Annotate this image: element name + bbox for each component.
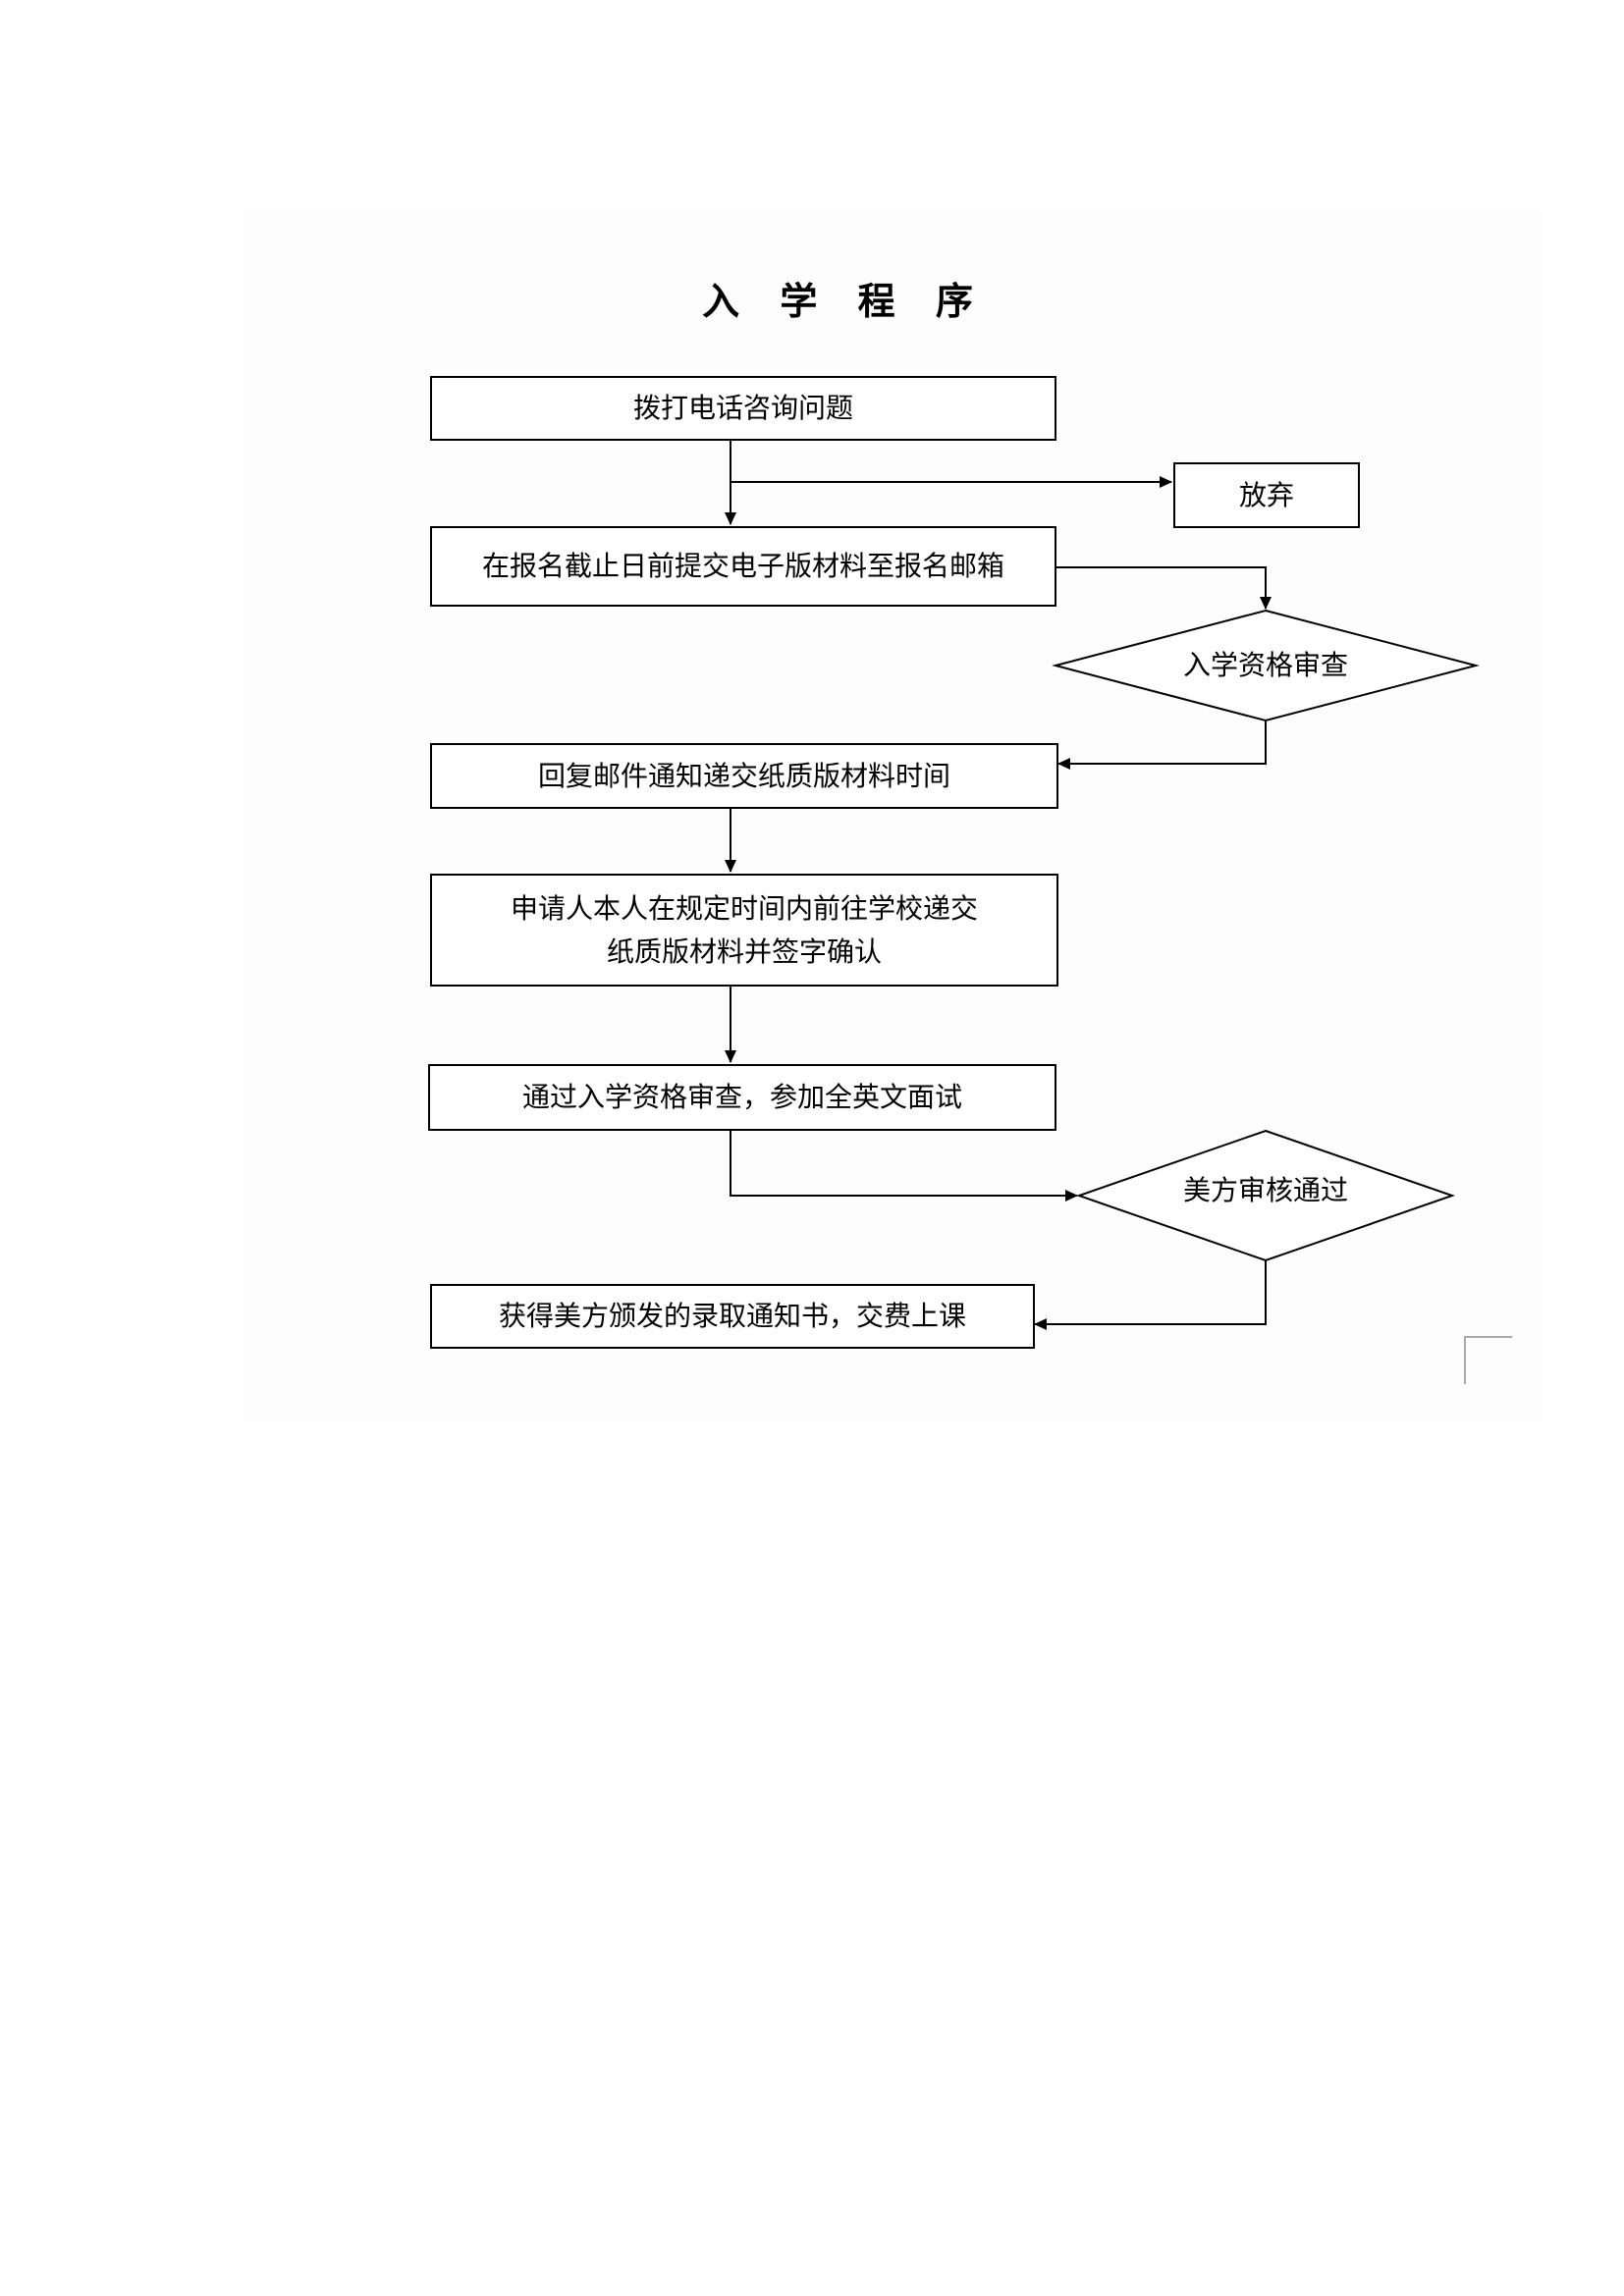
step-review-label: 入学资格审查: [1182, 649, 1348, 681]
arrow-interview-to-us-review: [730, 1131, 1078, 1201]
corner-mark: [1464, 1336, 1512, 1384]
step-visit-line2: 纸质版材料并签字确认: [606, 934, 882, 968]
step-giveup-label: 放弃: [1238, 478, 1294, 511]
step-visit-line1: 申请人本人在规定时间内前往学校递交: [510, 891, 978, 925]
step-reply-label: 回复邮件通知递交纸质版材料时间: [537, 759, 950, 792]
arrow-submit-to-review: [1056, 566, 1272, 610]
step-submit-box: 在报名截止日前提交电子版材料至报名邮箱: [430, 526, 1056, 607]
page-title: 入 学 程 序: [702, 279, 987, 323]
step-admission-box: 获得美方颁发的录取通知书，交费上课: [430, 1284, 1035, 1349]
step-interview-label: 通过入学资格审查，参加全英文面试: [521, 1081, 962, 1113]
step-admission-label: 获得美方颁发的录取通知书，交费上课: [498, 1300, 966, 1332]
step-call-label: 拨打电话咨询问题: [632, 392, 853, 424]
step-giveup-box: 放弃: [1173, 462, 1360, 528]
arrow-review-to-reply: [1057, 721, 1267, 770]
step-submit-label: 在报名截止日前提交电子版材料至报名邮箱: [481, 550, 1004, 582]
step-call-box: 拨打电话咨询问题: [430, 376, 1056, 441]
arrow-us-review-to-admission: [1034, 1260, 1267, 1330]
step-reply-box: 回复邮件通知递交纸质版材料时间: [430, 743, 1058, 809]
step-interview-box: 通过入学资格审查，参加全英文面试: [428, 1064, 1056, 1131]
step-visit-box: 申请人本人在规定时间内前往学校递交 纸质版材料并签字确认: [430, 874, 1058, 987]
step-us-review-label: 美方审核通过: [1182, 1174, 1348, 1206]
